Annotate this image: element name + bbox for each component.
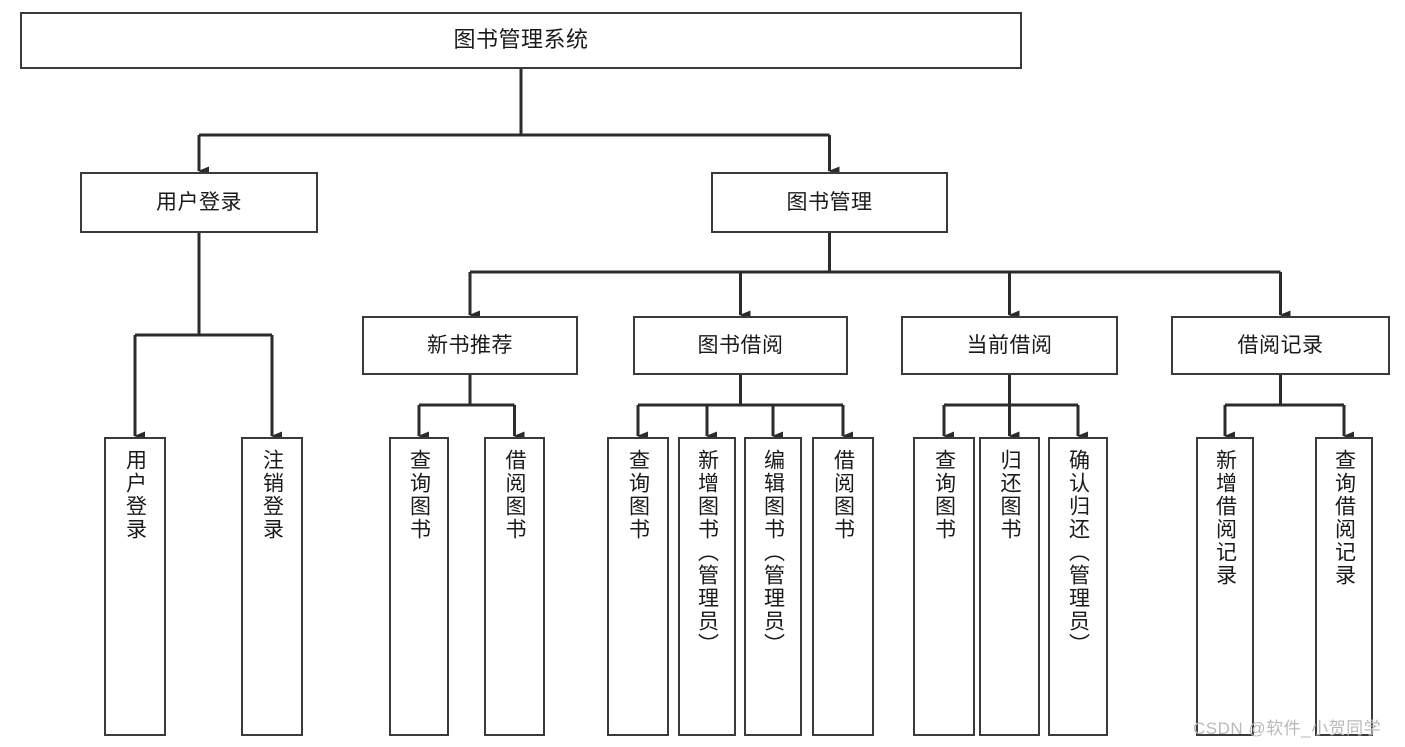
node-leaf_7[interactable]: 借阅图书 [812,437,874,736]
node-label: 借阅图书 [831,449,855,541]
node-label: 查询图书 [407,449,431,541]
node-label: 查询图书 [932,449,956,541]
node-l2_1[interactable]: 图书管理 [711,172,948,233]
node-label: 归还图书 [998,449,1021,541]
node-leaf_8[interactable]: 查询图书 [913,437,975,736]
node-leaf_6[interactable]: 编辑图书（管理员） [744,437,802,736]
node-l3_2[interactable]: 当前借阅 [901,316,1118,375]
node-leaf_5[interactable]: 新增图书（管理员） [678,437,736,736]
node-label: 新书推荐 [427,333,513,357]
node-l3_3[interactable]: 借阅记录 [1171,316,1390,375]
node-root[interactable]: 图书管理系统 [20,12,1022,69]
node-label: 图书借阅 [697,333,784,357]
node-leaf_12[interactable]: 查询借阅记录 [1315,437,1373,736]
node-label: 借阅记录 [1237,333,1324,357]
node-label: 查询借阅记录 [1332,449,1356,587]
node-label: 当前借阅 [966,333,1053,357]
node-label: 确认归还（管理员） [1066,449,1090,656]
node-label: 用户登录 [156,190,242,214]
node-leaf_3[interactable]: 借阅图书 [484,437,545,736]
node-leaf_4[interactable]: 查询图书 [607,437,669,736]
node-leaf_10[interactable]: 确认归还（管理员） [1048,437,1108,736]
node-label: 图书管理 [786,190,873,214]
watermark-text: CSDN @软件_小贺同学 [1193,719,1382,738]
node-label: 新增图书（管理员） [695,449,719,656]
node-label: 查询图书 [626,449,650,541]
node-leaf_9[interactable]: 归还图书 [979,437,1040,736]
node-leaf_0[interactable]: 用户登录 [104,437,166,736]
node-label: 新增借阅记录 [1213,449,1237,587]
node-label: 借阅图书 [503,449,526,541]
node-l2_0[interactable]: 用户登录 [80,172,318,233]
node-label: 图书管理系统 [453,27,589,53]
node-l3_0[interactable]: 新书推荐 [362,316,578,375]
node-leaf_11[interactable]: 新增借阅记录 [1196,437,1254,736]
node-label: 编辑图书（管理员） [761,449,785,656]
node-label: 注销登录 [260,449,284,541]
node-leaf_2[interactable]: 查询图书 [389,437,449,736]
node-label: 用户登录 [123,449,147,541]
node-l3_1[interactable]: 图书借阅 [633,316,848,375]
node-leaf_1[interactable]: 注销登录 [241,437,303,736]
